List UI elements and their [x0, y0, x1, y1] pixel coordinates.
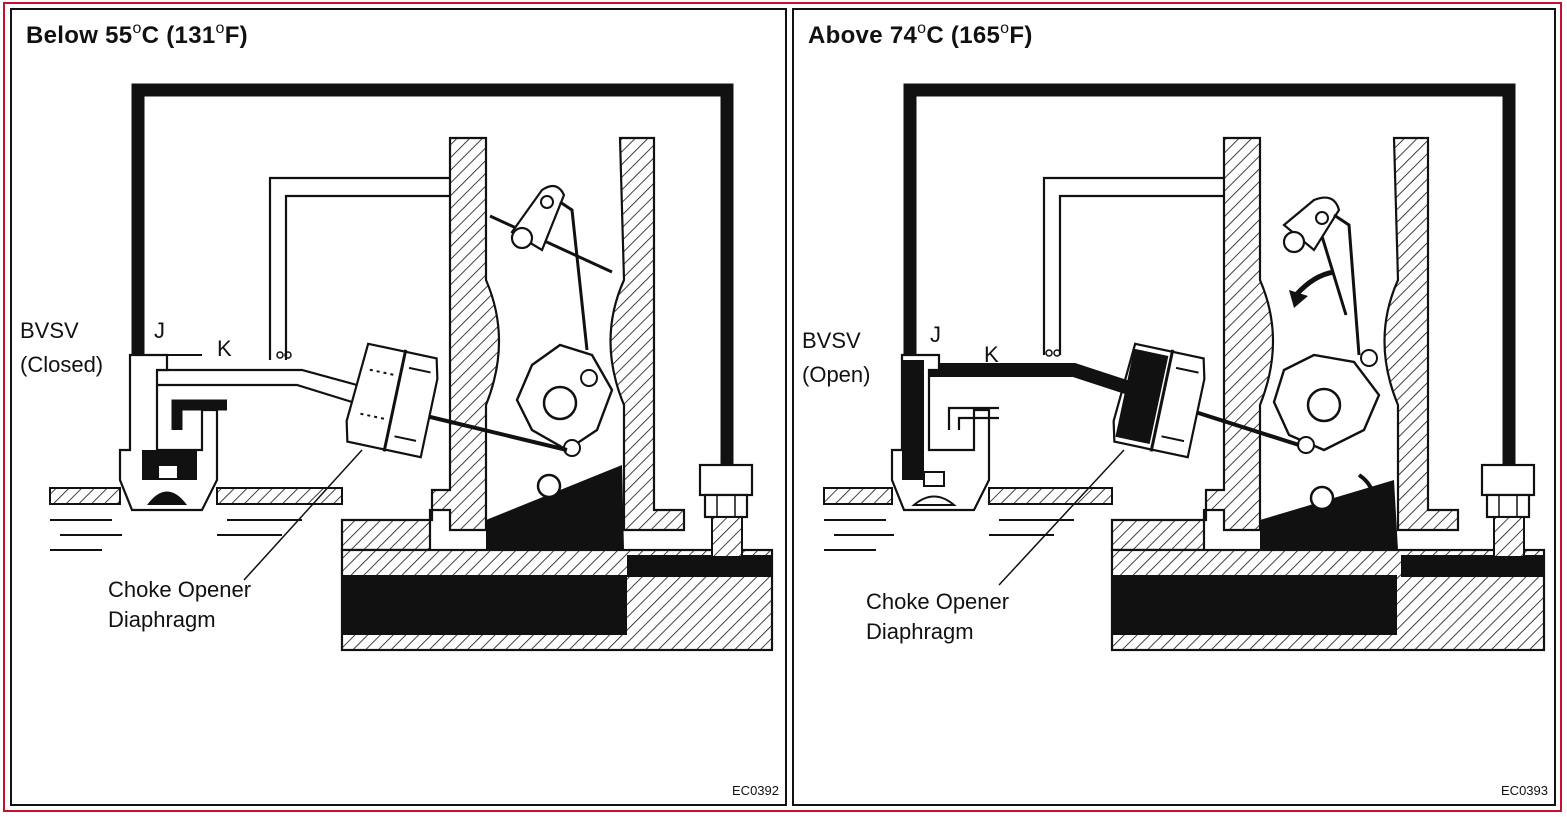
- carburetor-diagram: [823, 83, 1546, 652]
- k-tube-vacuum: [924, 363, 1132, 395]
- choke-lever: [1282, 196, 1341, 252]
- choke-shaft: [540, 195, 554, 209]
- choke-shaft: [1315, 211, 1329, 225]
- carb-wall-right: [1383, 136, 1460, 532]
- vacuum-hose: [903, 83, 1516, 470]
- degree-mark: o: [1000, 20, 1010, 37]
- throttle-pivot: [1309, 485, 1335, 511]
- title-text-c: F): [224, 22, 248, 49]
- degree-mark: o: [917, 20, 927, 37]
- diaphragm-rod: [421, 413, 568, 452]
- intake-passage-black: [342, 575, 627, 635]
- k-tube: [157, 368, 358, 404]
- title-text-a: Above 74: [808, 22, 918, 49]
- coolant-surface: [823, 487, 1113, 551]
- diaphragm-tube: [268, 176, 452, 360]
- figure-code: EC0392: [732, 783, 779, 798]
- throttle-body-black: [486, 465, 624, 550]
- diaphragm-tube: [1042, 176, 1234, 355]
- carb-wall-right: [609, 136, 686, 532]
- panel-title: Below 55oC (131oF): [26, 20, 248, 50]
- intake-passage-black: [1112, 575, 1397, 635]
- port-j-label: J: [154, 318, 165, 343]
- title-text-b: C (165: [926, 22, 1001, 49]
- throttle-body-black: [1260, 480, 1398, 550]
- bvsv-label: BVSV: [802, 328, 861, 353]
- choke-opener-diaphragm: [1112, 342, 1206, 459]
- bvsv-state-label: (Closed): [20, 352, 104, 377]
- vacuum-hose: [131, 83, 734, 470]
- choke-opener-diaphragm: [345, 342, 439, 459]
- bvsv-valve: [118, 353, 227, 512]
- choke-open-arrow: [1294, 269, 1335, 297]
- diaphragm-label-line1: Choke Opener: [108, 577, 252, 602]
- coolant-surface: [49, 487, 343, 551]
- diaphragm-label-line2: Diaphragm: [108, 607, 216, 632]
- figure-frame: [3, 2, 1562, 812]
- bvsv-state-label: (Open): [802, 362, 871, 387]
- carb-wall-left: [1110, 136, 1275, 552]
- port-k-label: K: [984, 342, 999, 367]
- choke-plate: [489, 214, 613, 274]
- port-passage: [1401, 555, 1544, 577]
- panel-title: Above 74oC (165oF): [808, 20, 1033, 50]
- throttle-pivot: [536, 473, 562, 499]
- hose-fitting: [1480, 463, 1536, 558]
- bvsv-valve: [890, 353, 999, 512]
- degree-mark: o: [215, 20, 225, 37]
- choke-link-rod: [559, 200, 589, 351]
- carburetor-diagram: [49, 83, 774, 652]
- leader-line: [243, 449, 363, 581]
- leader-line: [998, 449, 1125, 586]
- title-text-c: F): [1009, 22, 1033, 49]
- diaphragm-label-line1: Choke Opener: [866, 589, 1010, 614]
- diaphragm-rod: [1188, 408, 1300, 447]
- choke-link-rod: [1333, 213, 1361, 356]
- port-j-label: J: [930, 322, 941, 347]
- diaphragm-label-line2: Diaphragm: [866, 619, 974, 644]
- hose-fitting: [698, 463, 754, 558]
- title-text-b: C (131: [141, 22, 216, 49]
- degree-mark: o: [132, 20, 142, 37]
- figure-code: EC0393: [1501, 783, 1548, 798]
- panel-above-74c: Above 74oC (165oF): [792, 8, 1556, 806]
- title-text-a: Below 55: [26, 22, 133, 49]
- port-passage: [627, 555, 772, 577]
- panel-below-55c: Below 55oC (131oF): [10, 8, 787, 806]
- bvsv-label: BVSV: [20, 318, 79, 343]
- carb-wall-left: [340, 136, 501, 552]
- port-k-label: K: [217, 336, 232, 361]
